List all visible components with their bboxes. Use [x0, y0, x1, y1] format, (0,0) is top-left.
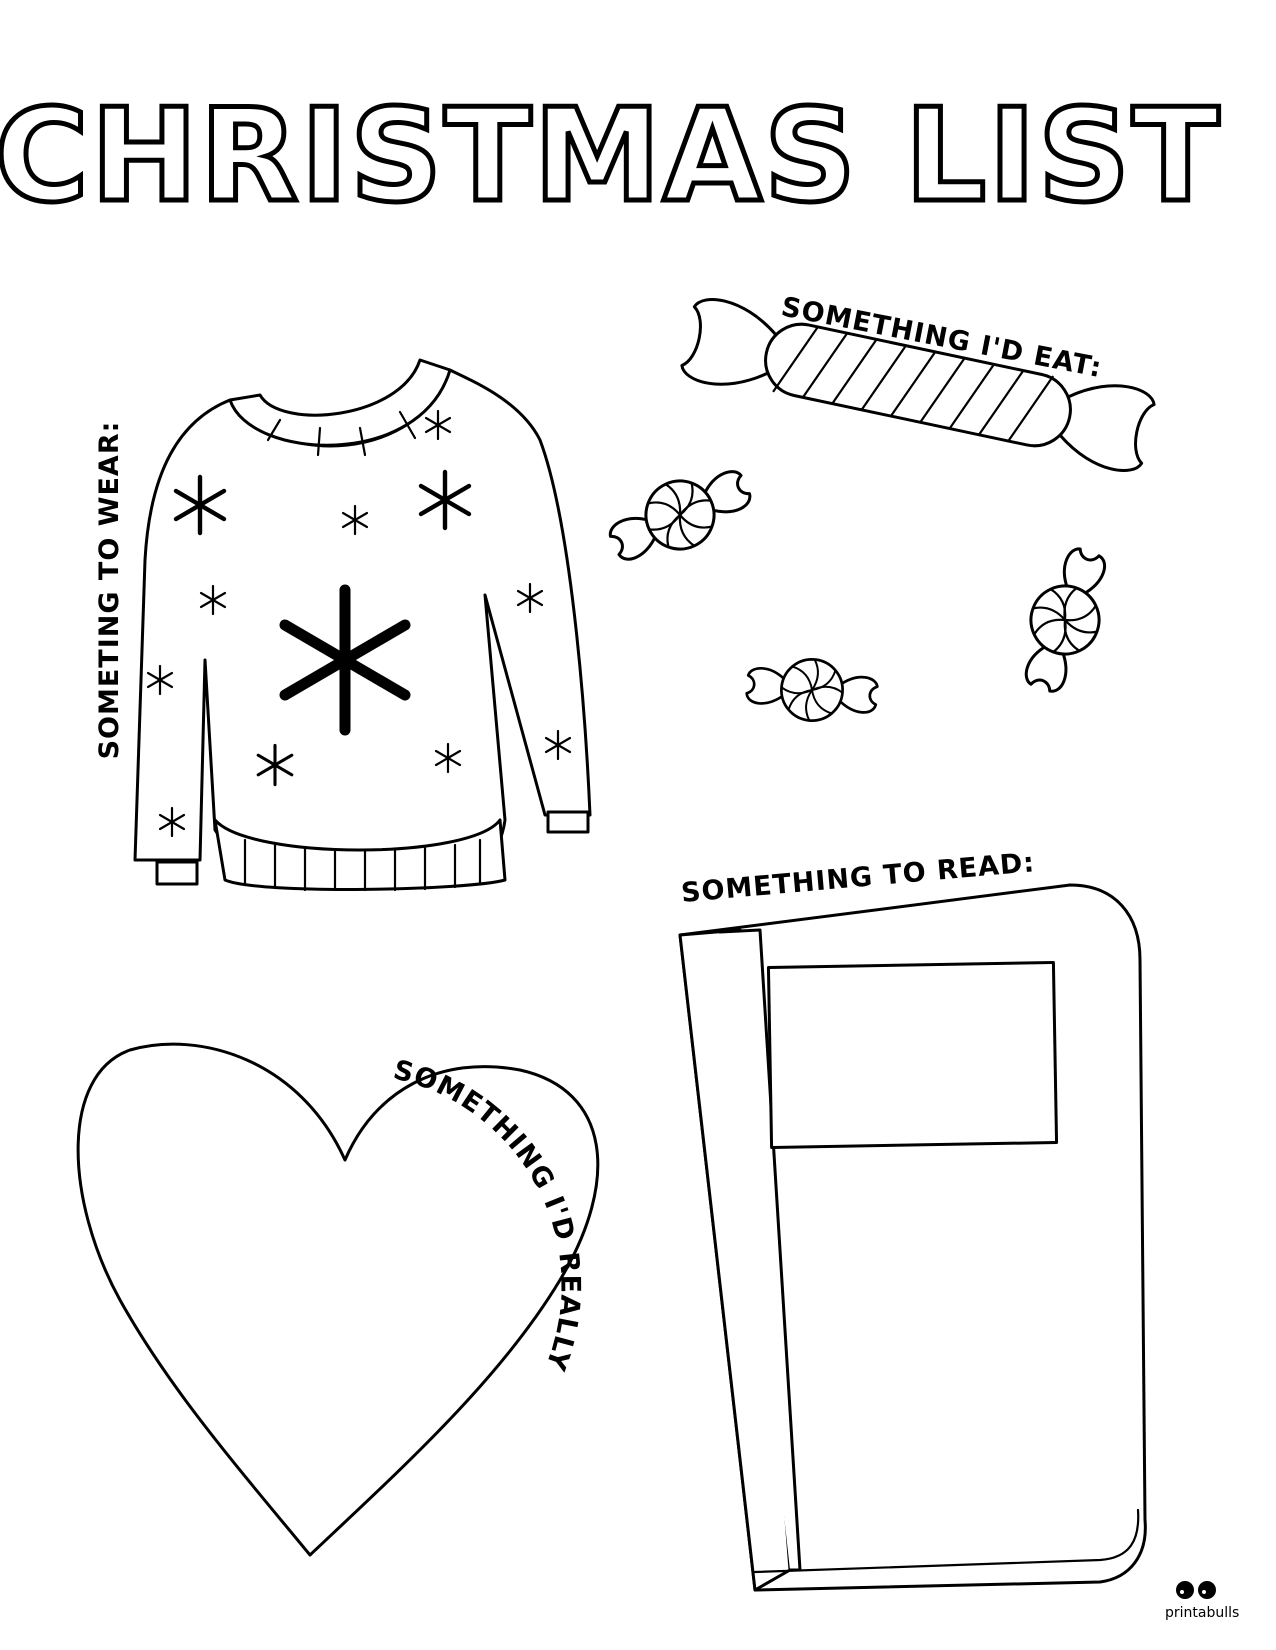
sweater-icon	[133, 358, 592, 892]
candy-icon	[680, 298, 1156, 472]
small-candy-icon	[1006, 539, 1124, 701]
small-candy-icon	[598, 452, 762, 578]
book-icon	[678, 883, 1147, 1592]
small-candy-icon	[743, 652, 881, 728]
page-title: CHRISTMAS LIST	[0, 82, 1221, 231]
heart-icon	[76, 1042, 600, 1557]
label-something-to-wear: SOMETING TO WEAR:	[94, 421, 125, 760]
bulldog-logo-icon	[1176, 1581, 1216, 1599]
logo-text: printabulls	[1165, 1605, 1239, 1621]
